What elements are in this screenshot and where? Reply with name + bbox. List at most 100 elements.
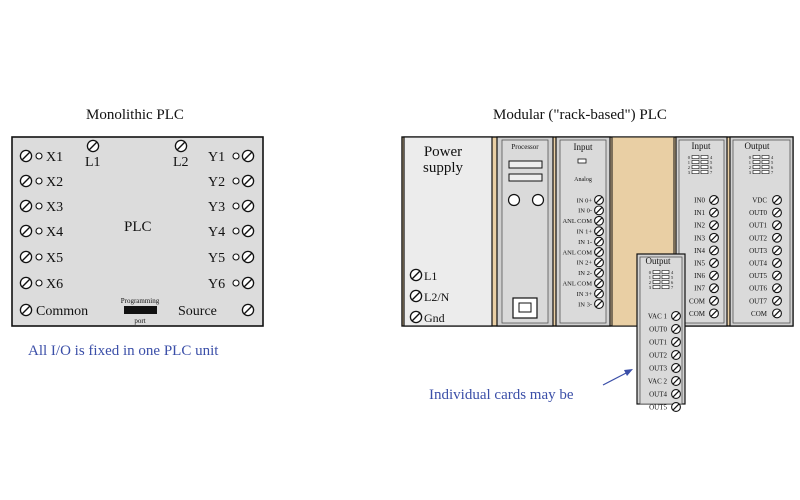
terminal-screw-icon (409, 268, 423, 282)
modular-plc-rack: Power supply L1 L2/N Gnd Processor Input (401, 136, 794, 412)
analog-card-subtitle: Analog (574, 177, 592, 183)
led-label: 2 (688, 165, 690, 170)
led-indicator-icon (691, 160, 700, 165)
terminal-screw-icon (593, 195, 605, 205)
terminal-screw-icon (241, 303, 255, 317)
terminal-screw-icon (19, 276, 33, 290)
led-indicator-icon (652, 275, 661, 280)
monolithic-caption: All I/O is fixed in one PLC unit (28, 343, 219, 359)
card-terminal-label: IN1 (694, 209, 705, 217)
processor-button-icon[interactable] (507, 193, 521, 207)
terminal-screw-icon (670, 376, 682, 386)
led-label: 4 (671, 270, 674, 275)
led-label: 6 (671, 280, 674, 285)
terminal-screw-icon (708, 295, 720, 306)
terminal-screw-icon (670, 350, 682, 360)
terminal-screw-icon (708, 283, 720, 294)
led-label: 6 (710, 165, 713, 170)
card-terminal-label: IN 0+ (577, 197, 593, 204)
led-label: 1 (749, 160, 751, 165)
led-indicator-icon (652, 270, 661, 275)
monolithic-plc-title: Monolithic PLC (86, 107, 184, 123)
led-indicator-icon (691, 155, 700, 160)
terminal-screw-icon (708, 245, 720, 256)
led-label: 3 (649, 285, 652, 290)
terminal-screw-icon (19, 224, 33, 238)
led-label: 2 (649, 280, 651, 285)
card-terminal-label: VAC 2 (648, 377, 668, 385)
terminal-screw-icon (241, 224, 255, 238)
led-indicator-icon (752, 170, 761, 175)
terminal-label-x2: X2 (46, 175, 63, 190)
terminal-screw-icon (771, 245, 783, 256)
digital-output-card: Output VDCOUT0OUT1OUT2OUT3OUT4OUT5OUT6OU… (729, 136, 794, 327)
arrow-icon (602, 369, 633, 386)
processor-button-icon[interactable] (531, 193, 545, 207)
indicator-lamp-icon (232, 279, 240, 287)
terminal-screw-icon (593, 278, 605, 289)
indicator-lamp-icon (35, 152, 43, 160)
card-terminal-label: IN 0- (578, 208, 592, 215)
terminal-screw-icon (241, 250, 255, 264)
network-port-icon[interactable] (512, 297, 538, 319)
led-indicator-icon (661, 270, 670, 275)
indicator-lamp-icon (232, 253, 240, 261)
card-terminal-label: OUT5 (749, 272, 767, 280)
led-indicator-icon (661, 280, 670, 285)
processor-module: Processor (496, 136, 554, 327)
led-label: 5 (671, 275, 674, 280)
programming-port[interactable] (124, 306, 157, 314)
led-label: 7 (771, 170, 774, 175)
led-indicator-icon (761, 165, 770, 170)
terminal-screw-icon (593, 267, 605, 278)
terminal-label-y5: Y5 (208, 251, 225, 266)
led-indicator-icon (761, 160, 770, 165)
terminal-screw-icon (708, 232, 720, 243)
led-label: 6 (771, 165, 774, 170)
terminal-label-x5: X5 (46, 251, 63, 266)
card-terminal-label: IN 2- (578, 270, 592, 277)
card-terminal-label: IN2 (694, 222, 705, 230)
terminal-screw-icon (19, 303, 33, 317)
terminal-screw-icon (19, 174, 33, 188)
ps-terminal-gnd: Gnd (424, 311, 445, 325)
led-indicator-icon (652, 285, 661, 290)
card-terminal-label: ANL COM (562, 218, 592, 225)
led-indicator-icon (691, 170, 700, 175)
indicator-lamp-icon (232, 177, 240, 185)
led-indicator-icon (752, 160, 761, 165)
terminal-screw-icon (771, 283, 783, 294)
card-terminal-label: VAC 1 (648, 312, 668, 320)
terminal-label-y6: Y6 (208, 277, 225, 292)
terminal-label-x6: X6 (46, 277, 63, 292)
card-terminal-label: IN 1+ (577, 228, 593, 235)
led-label: 1 (649, 275, 651, 280)
card-terminal-label: ANL COM (562, 249, 592, 256)
led-label: 5 (710, 160, 713, 165)
terminal-screw-icon (670, 363, 682, 373)
indicator-lamp-icon (232, 152, 240, 160)
source-label: Source (178, 304, 217, 319)
plc-center-label: PLC (124, 219, 152, 235)
input-terminals: X1 X2 X3 X4 X5 X6 Common (19, 149, 88, 319)
terminal-screw-icon (593, 247, 605, 257)
indicator-lamp-icon (35, 177, 43, 185)
terminal-screw-icon (670, 324, 682, 334)
card-terminal-label: OUT7 (749, 297, 767, 305)
ps-terminal-l1: L1 (424, 269, 437, 283)
card-terminal-label: OUT3 (649, 364, 667, 372)
led-indicator-icon (661, 285, 670, 290)
terminal-screw-icon (670, 311, 682, 321)
terminal-screw-icon (771, 220, 783, 231)
led-indicator-icon (761, 170, 770, 175)
terminal-label-y1: Y1 (208, 150, 225, 165)
led-label: 4 (771, 155, 774, 160)
led-label: 5 (771, 160, 774, 165)
card-terminal-label: COM (689, 310, 706, 318)
input-card-title: Input (692, 141, 711, 151)
led-indicator-icon (752, 155, 761, 160)
terminal-screw-icon (593, 215, 605, 226)
